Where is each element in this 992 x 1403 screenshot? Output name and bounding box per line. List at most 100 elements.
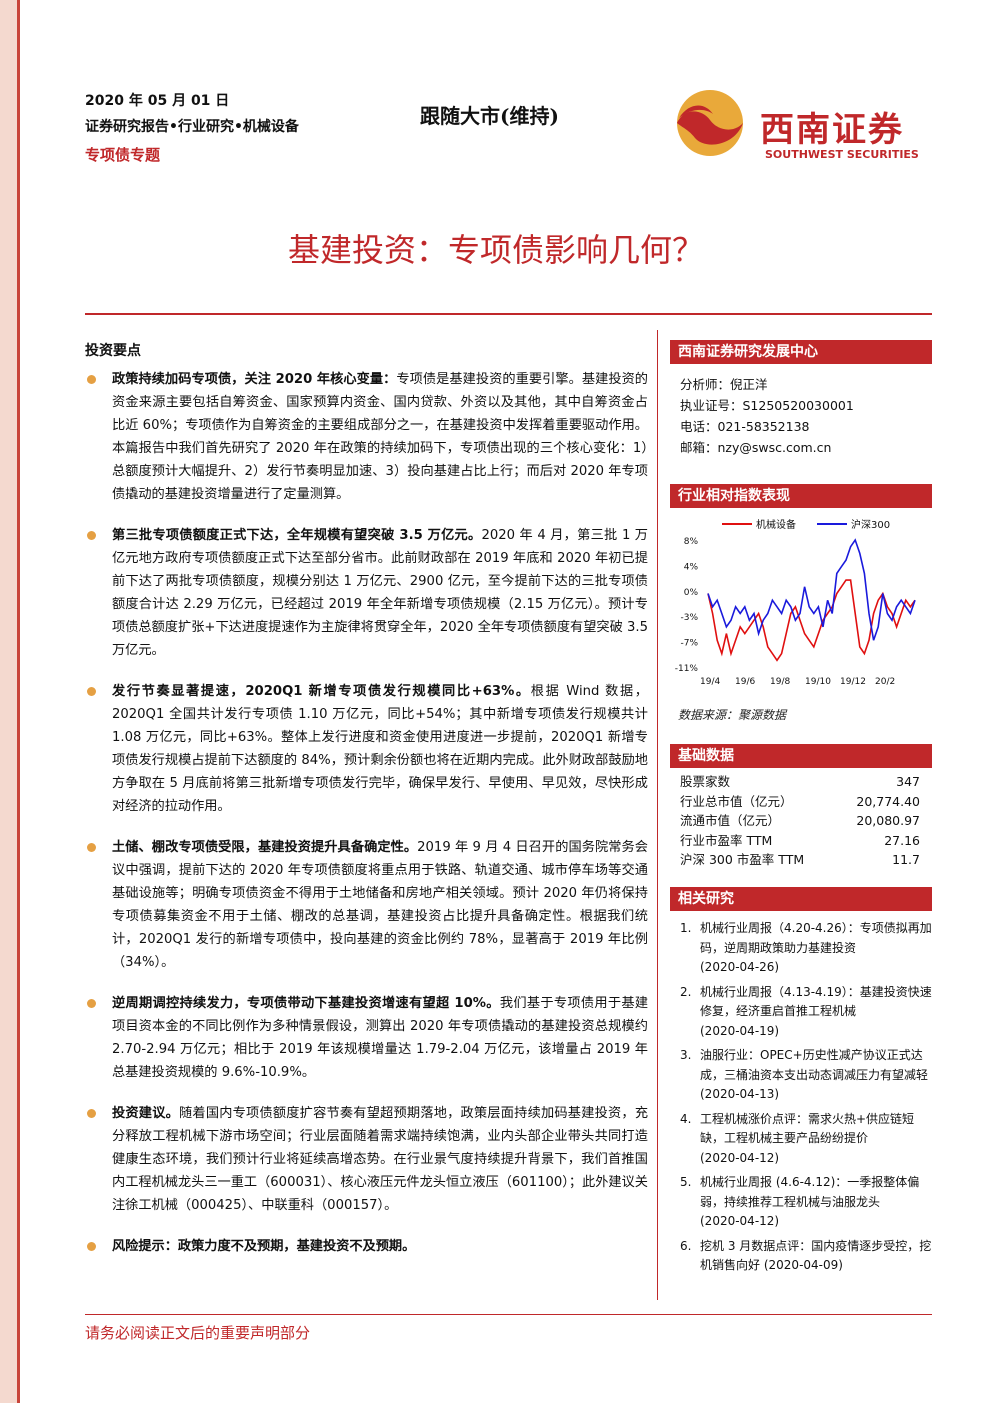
basic-value: 20,774.40: [856, 793, 920, 809]
related-item[interactable]: 5. 机械行业周报 (4.6-4.12)：一季报整体偏弱，持续推荐工程机械与油服龙…: [680, 1173, 932, 1232]
related-item[interactable]: 4.工程机械涨价点评：需求火热+供应链短缺，工程机械主要产品纷纷提价(2020-…: [680, 1110, 932, 1169]
x-tick-label: 19/6: [735, 677, 755, 687]
basic-value: 347: [896, 774, 920, 789]
related-num: 1.: [680, 921, 692, 935]
point-lead: 逆周期调控持续发力，专项债带动下基建投资增速有望超 10%。: [112, 996, 500, 1011]
related-date: (2020-04-26): [700, 960, 780, 974]
point-lead: 风险提示：政策力度不及预期，基建投资不及预期。: [112, 1239, 416, 1254]
analyst-phone: 电话：021-58352138: [680, 419, 810, 434]
research-center-block: 西南证券研究发展中心 分析师：倪正洋 执业证号：S1250520030001 电…: [670, 340, 932, 458]
basic-key: 行业市盈率 TTM: [680, 832, 773, 848]
rating: 跟随大市(维持): [420, 104, 559, 128]
x-tick-label: 20/2: [875, 677, 895, 687]
basic-row: 沪深 300 市盈率 TTM 11.7: [670, 850, 932, 870]
bullet-icon: [87, 843, 96, 852]
related-item[interactable]: 6. 挖机 3 月数据点评：国内疫情逐步受控，挖机销售向好 (2020-04-09…: [680, 1237, 932, 1276]
related-num: 6.: [680, 1238, 692, 1253]
related-list: 1. 机械行业周报（4.20-4.26）：专项债拟再加码，逆周期政策助力基建投资 (…: [670, 919, 932, 1276]
bullet-icon: [87, 531, 96, 540]
y-tick-label: 8%: [684, 537, 699, 547]
basic-key: 流通市值（亿元）: [680, 813, 781, 828]
basic-key: 股票家数: [680, 774, 731, 789]
x-tick-label: 19/10: [805, 677, 831, 687]
analyst-info: 分析师：倪正洋 执业证号：S1250520030001 电话：021-58352…: [670, 374, 932, 458]
y-tick-label: 0%: [684, 588, 699, 598]
bullet-icon: [87, 687, 96, 696]
basic-row: 行业总市值（亿元） 20,774.40: [670, 792, 932, 812]
chart-source-text: 数据来源：聚源数据: [678, 708, 787, 722]
key-points: 政策持续加码专项债，关注 2020 年核心变量：专项债是基建投资的重要引擎。基建…: [85, 368, 648, 1276]
related-num: 5.: [680, 1175, 692, 1189]
basic-row: 股票家数 347: [670, 772, 932, 792]
related-date: (2020-04-12): [700, 1214, 780, 1228]
related-text: 机械行业周报（4.20-4.26）：专项债拟再加码，逆周期政策助力基建投资: [700, 921, 932, 955]
related-date: (2020-04-09): [763, 1258, 843, 1272]
basic-value: 27.16: [884, 832, 920, 848]
bullet-icon: [87, 1242, 96, 1251]
related-date: (2020-04-13): [700, 1087, 780, 1101]
related-research-block: 相关研究 1. 机械行业周报（4.20-4.26）：专项债拟再加码，逆周期政策助力…: [670, 887, 932, 1281]
related-date: (2020-04-12): [700, 1150, 780, 1165]
y-tick-label: 4%: [684, 562, 699, 572]
legend-label: 沪深300: [851, 518, 890, 531]
report-date: 2020 年 05 月 01 日: [85, 93, 230, 109]
y-tick-label: -7%: [680, 639, 698, 649]
bullet-icon: [87, 1109, 96, 1118]
related-item[interactable]: 1. 机械行业周报（4.20-4.26）：专项债拟再加码，逆周期政策助力基建投资 (…: [680, 919, 932, 978]
basic-value: 11.7: [892, 852, 920, 867]
x-tick-label: 19/4: [700, 677, 720, 687]
southwest-logo-icon: [677, 90, 743, 156]
point-item: 第三批专项债额度正式下达，全年规模有望突破 3.5 万亿元。2020 年 4 月…: [85, 524, 648, 662]
relative-index-chart: 机械设备 沪深300 8% 4% 0% -3% -7% -11%19/4 19/6 19/8 19/…: [675, 518, 916, 687]
index-title-wrap: 行业相对指数表现: [670, 484, 932, 508]
point-body: 根据 Wind 数据，2020Q1 全国共计发行专项债 1.10 万亿元，同比+…: [112, 684, 648, 814]
analyst-license: 执业证号：S1250520030001: [680, 398, 854, 413]
y-tick-label: -3%: [680, 613, 698, 623]
analyst-email[interactable]: 邮箱：nzy@swsc.com.cn: [680, 440, 832, 455]
related-text: 挖机 3 月数据点评：国内疫情逐步受控，挖机销售向好: [700, 1238, 932, 1273]
related-item[interactable]: 2.机械行业周报（4.13-4.19）：基建投资快速修复，经济重启首推工程机械(…: [680, 983, 932, 1042]
bullet-icon: [87, 999, 96, 1008]
report-tag: 专项债专题: [85, 146, 161, 164]
column-divider: [657, 330, 658, 1300]
research-center-title: 西南证券研究发展中心: [670, 340, 932, 364]
related-item[interactable]: 3.油服行业：OPEC+历史性减产协议正式达成，三桶油资本支出动态调减压力有望减…: [680, 1046, 932, 1105]
related-text: 机械行业周报（4.13-4.19）：基建投资快速修复，经济重启首推工程机械: [700, 984, 932, 1019]
point-item: 风险提示：政策力度不及预期，基建投资不及预期。: [85, 1235, 648, 1258]
related-research-title: 相关研究: [670, 887, 932, 911]
point-item: 逆周期调控持续发力，专项债带动下基建投资增速有望超 10%。我们基于专项债用于基…: [85, 992, 648, 1084]
title-rule: [85, 313, 932, 315]
related-date: (2020-04-19): [700, 1023, 780, 1038]
index-title: 行业相对指数表现: [670, 484, 932, 508]
point-body: 2019 年 9 月 4 日召开的国务院常务会议中强调，提前下达的 2020 年…: [112, 840, 648, 970]
point-item: 土储、棚改专项债受限，基建投资提升具备确定性。2019 年 9 月 4 日召开的…: [85, 836, 648, 974]
section-heading: 投资要点: [85, 343, 141, 359]
series-line: [707, 579, 916, 662]
footer-disclaimer: 请务必阅读正文后的重要声明部分: [85, 1324, 311, 1342]
point-item: 投资建议。随着国内专项债额度扩容节奏有望超预期落地，政策层面持续加码基建投资，充…: [85, 1102, 648, 1217]
report-series: 证券研究报告•行业研究•机械设备: [85, 119, 299, 135]
x-tick-label: 19/8: [770, 677, 790, 687]
point-lead: 政策持续加码专项债，关注 2020 年核心变量：: [112, 372, 397, 387]
related-num: 4.: [680, 1111, 692, 1126]
basic-key: 沪深 300 市盈率 TTM: [680, 852, 805, 867]
legend-label: 机械设备: [756, 518, 796, 531]
point-lead: 第三批专项债额度正式下达，全年规模有望突破 3.5 万亿元。: [112, 528, 482, 543]
related-text: 机械行业周报 (4.6-4.12)：一季报整体偏弱，持续推荐工程机械与油服龙头: [700, 1175, 920, 1209]
logo-text-en: SOUTHWEST SECURITIES: [765, 148, 919, 161]
logo-text-cn: 西南证券: [760, 110, 904, 150]
point-lead: 土储、棚改专项债受限，基建投资提升具备确定性。: [112, 840, 418, 855]
bullet-icon: [87, 375, 96, 384]
point-body: 专项债是基建投资的重要引擎。基建投资的资金来源主要包括自筹资金、国家预算内资金、…: [112, 372, 648, 502]
point-body: 我们基于专项债用于基建项目资本金的不同比例作为多种情景假设，测算出 2020 年…: [112, 996, 649, 1080]
point-lead: 发行节奏显著提速，2020Q1 新增专项债发行规模同比+63%。: [112, 684, 531, 699]
point-body: 2020 年 4 月，第三批 1 万亿元地方政府专项债额度正式下达至部分省市。此…: [112, 528, 648, 658]
basic-value: 20,080.97: [856, 813, 920, 828]
basic-row: 流通市值（亿元） 20,080.97: [670, 811, 932, 831]
basic-data-table: 股票家数 347 行业总市值（亿元） 20,774.40 流通市值（亿元） 20,08…: [670, 772, 932, 870]
basic-key: 行业总市值（亿元）: [680, 793, 793, 809]
point-lead: 投资建议。: [112, 1106, 180, 1121]
y-tick-label: -11%: [675, 664, 699, 674]
x-tick-label: 19/12: [840, 677, 866, 687]
point-item: 发行节奏显著提速，2020Q1 新增专项债发行规模同比+63%。根据 Wind …: [85, 680, 648, 818]
